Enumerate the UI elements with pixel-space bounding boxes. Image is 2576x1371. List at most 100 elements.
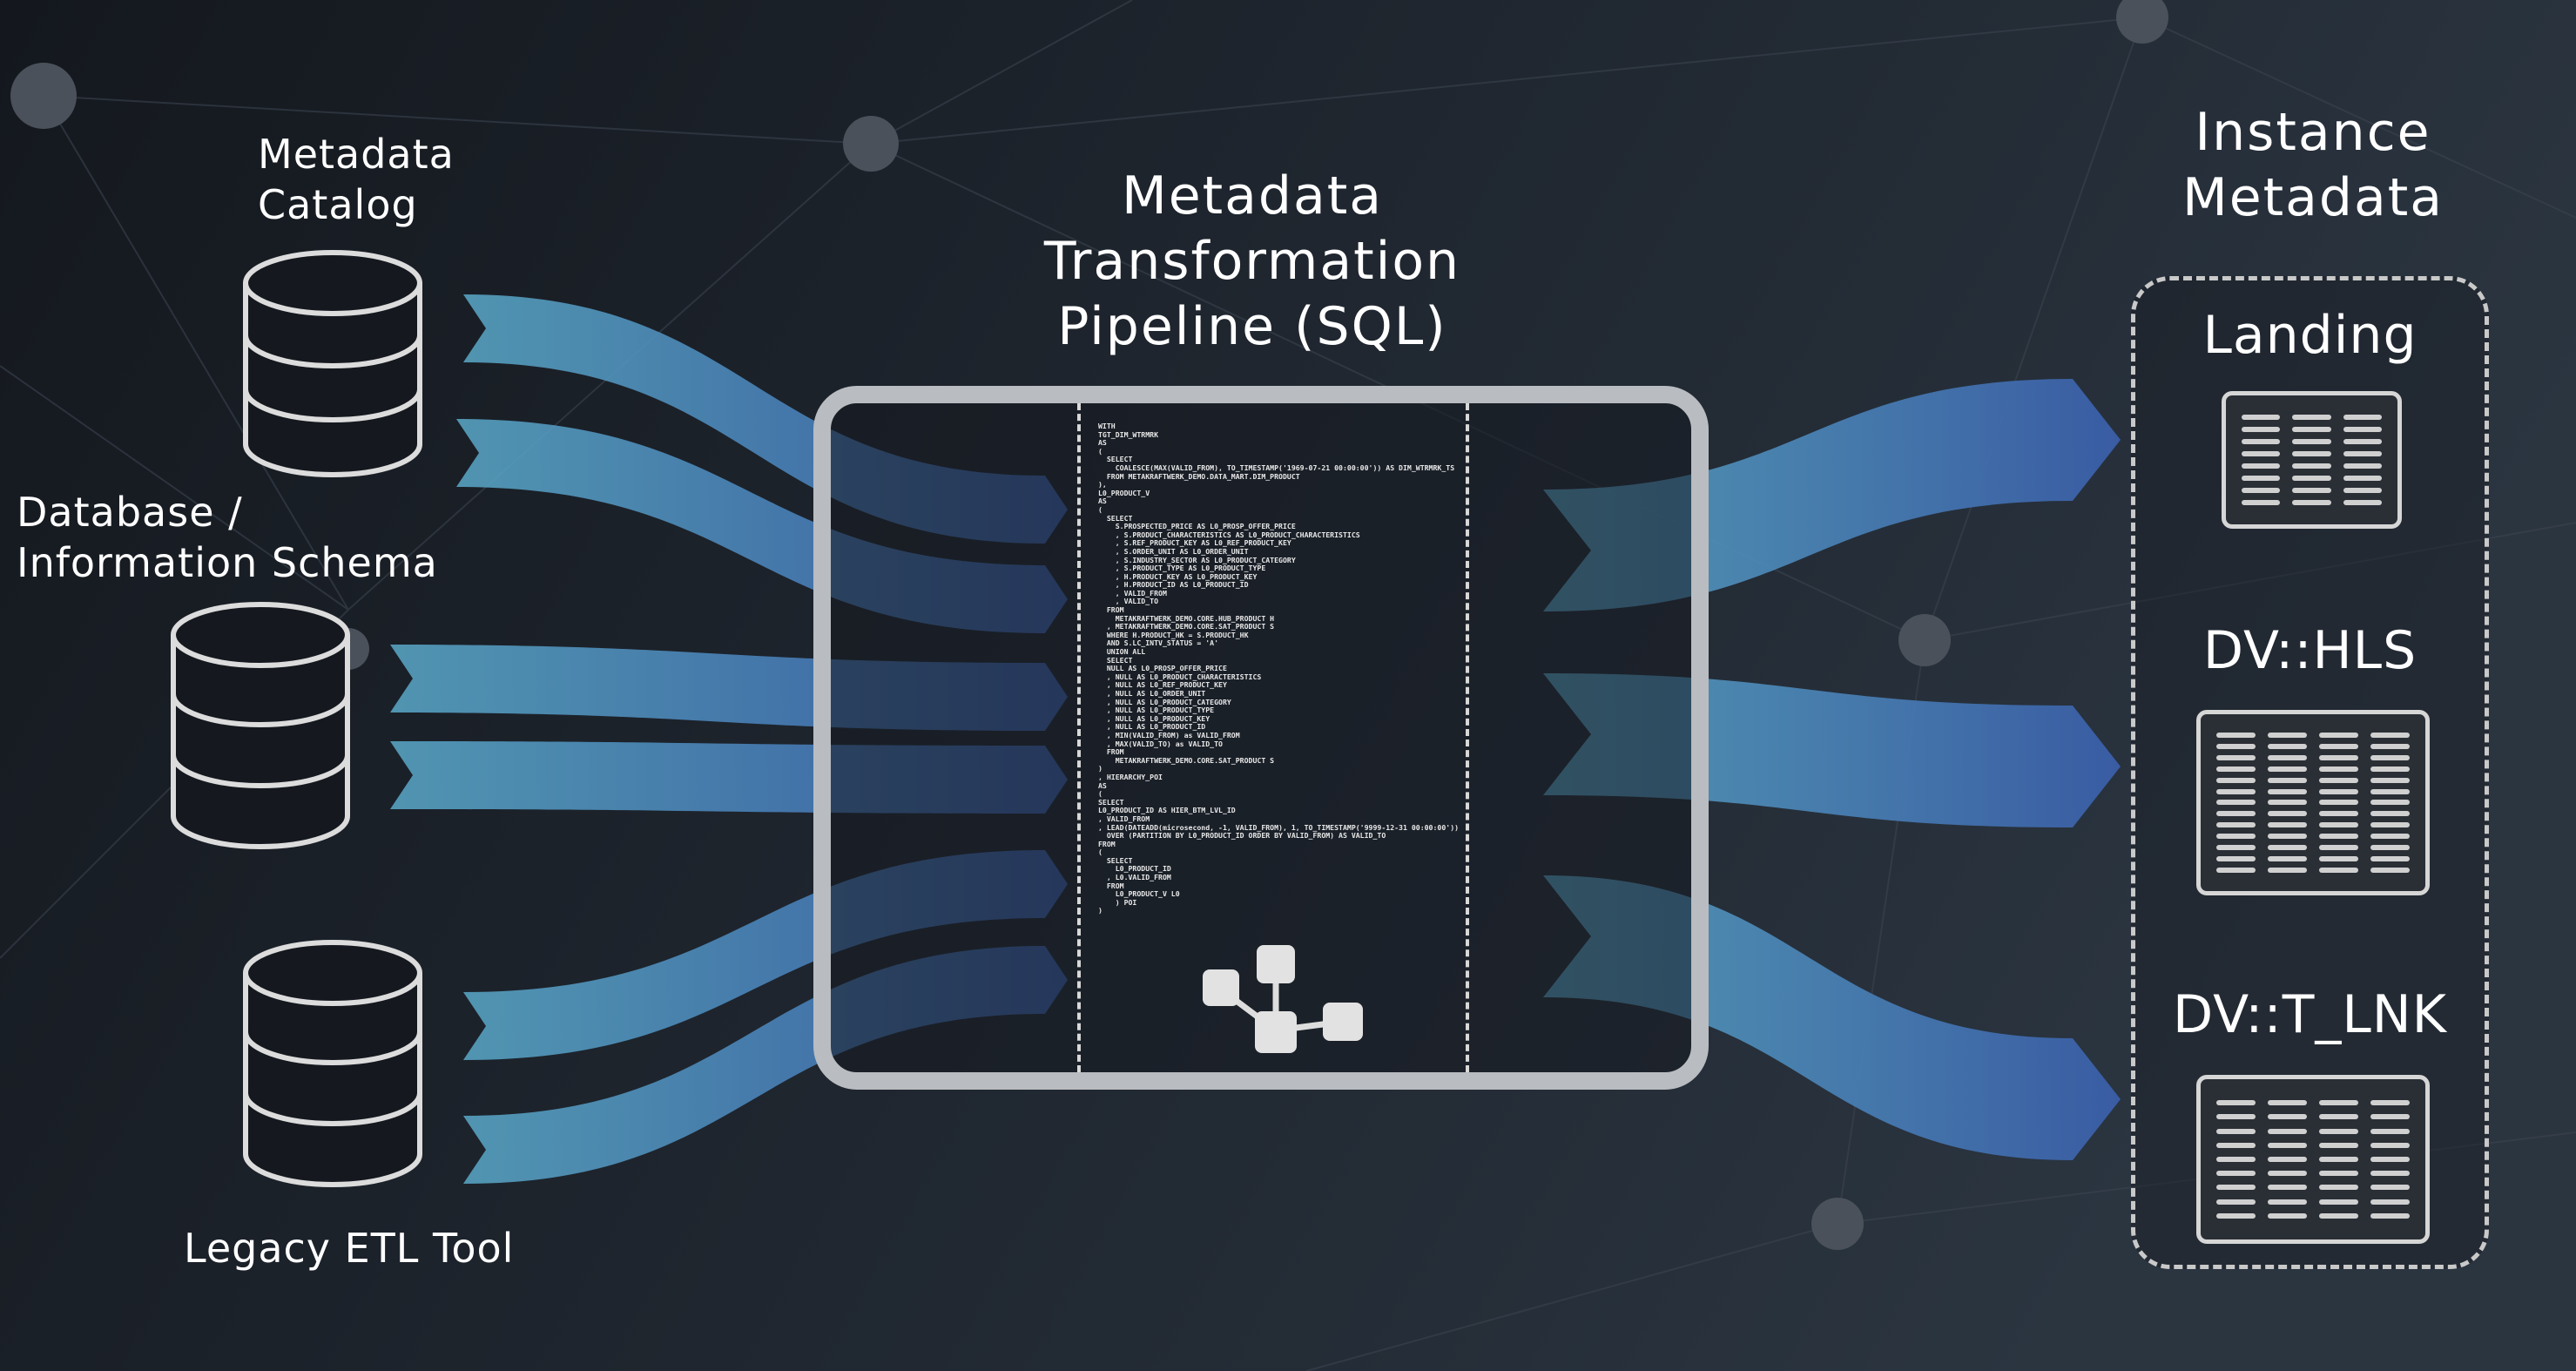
table-row-bar	[2370, 754, 2410, 760]
table-row-bar	[2216, 834, 2256, 840]
table-row-bar	[2268, 777, 2307, 783]
sql-line: OVER (PARTITION BY L0_PRODUCT_ID ORDER B…	[1098, 831, 1386, 841]
divider	[1466, 403, 1469, 1072]
table-row-bar	[2319, 777, 2358, 783]
table-row-bar	[2319, 867, 2358, 873]
table-row-bar	[2216, 822, 2256, 828]
table-row-bar	[2370, 1100, 2410, 1106]
sql-line: , VALID_FROM	[1098, 814, 1150, 823]
sql-line: , LEAD(DATEADD(microsecond, -1, VALID_FR…	[1098, 822, 1460, 832]
table-row-bar	[2319, 1114, 2358, 1120]
table-row-bar	[2268, 1128, 2307, 1134]
sql-line: , NULL AS L0_PRODUCT_CHARACTERISTICS	[1098, 672, 1262, 681]
table-row-bar	[2216, 1185, 2256, 1191]
sql-line: , MAX(VALID_TO) as VALID_TO	[1098, 739, 1223, 748]
table-row-bar	[2292, 463, 2331, 469]
table-row-bar	[2268, 743, 2307, 749]
table-row-bar	[2370, 822, 2410, 828]
sql-line: UNION ALL	[1098, 647, 1146, 657]
table-row-bar	[2292, 427, 2331, 432]
table-row-bar	[2268, 1212, 2307, 1219]
table-row-bar	[2343, 451, 2382, 456]
table-row-bar	[2216, 1171, 2256, 1177]
sql-line: , NULL AS L0_ORDER_UNIT	[1098, 689, 1206, 698]
table-row-bar	[2319, 1212, 2358, 1219]
sql-line: , S.PRODUCT_TYPE AS L0_PRODUCT_TYPE	[1098, 564, 1266, 573]
table-row-bar	[2370, 1212, 2410, 1219]
target-label-dv-t-lnk: DV::T_LNK	[2172, 984, 2448, 1045]
table-row-bar	[2216, 811, 2256, 817]
table-row-bar	[2268, 1114, 2307, 1120]
table-row-bar	[2292, 488, 2331, 493]
sql-line: L0_PRODUCT_ID AS HIER_BTM_LVL_ID	[1098, 806, 1236, 815]
sql-line: , METAKRAFTWERK_DEMO.CORE.SAT_PRODUCT S	[1098, 622, 1275, 631]
table-row-bar	[2292, 415, 2331, 420]
source-label-database-schema: Database /Information Schema	[17, 489, 438, 586]
table-row-bar	[2268, 1185, 2307, 1191]
table-row-bar	[2370, 1142, 2410, 1148]
table-row-bar	[2242, 427, 2281, 432]
table-row-bar	[2370, 1185, 2410, 1191]
table-row-bar	[2319, 766, 2358, 772]
divider	[1077, 403, 1081, 1072]
table-row-bar	[2370, 845, 2410, 851]
table-row-bar	[2216, 777, 2256, 783]
table-row-bar	[2268, 732, 2307, 738]
sql-line: AS	[1098, 496, 1107, 506]
sql-line: ) POI	[1098, 897, 1137, 907]
table-row-bar	[2370, 867, 2410, 873]
sql-line: , NULL AS L0_PRODUCT_TYPE	[1098, 706, 1215, 715]
table-row-bar	[2319, 834, 2358, 840]
sql-line: , MIN(VALID_FROM) as VALID_FROM	[1098, 730, 1240, 740]
table-row-bar	[2216, 856, 2256, 862]
sql-line: , VALID_TO	[1098, 597, 1159, 606]
table-row-bar	[2268, 822, 2307, 828]
table-row-bar	[2370, 834, 2410, 840]
table-row-bar	[2216, 1142, 2256, 1148]
sql-line: (	[1098, 848, 1103, 857]
table-row-bar	[2216, 845, 2256, 851]
table-row-bar	[2268, 754, 2307, 760]
table-row-bar	[2319, 1156, 2358, 1162]
table-row-bar	[2242, 415, 2281, 420]
table-row-bar	[2268, 800, 2307, 806]
sql-line: , H.PRODUCT_KEY AS L0_PRODUCT_KEY	[1098, 571, 1258, 581]
table-row-bar	[2319, 822, 2358, 828]
table-row-bar	[2268, 1171, 2307, 1177]
sql-line: (	[1098, 504, 1103, 514]
table-row-bar	[2216, 867, 2256, 873]
table-row-bar	[2268, 845, 2307, 851]
table-row-bar	[2268, 834, 2307, 840]
database-icon	[171, 602, 350, 849]
sql-line: , S.PRODUCT_CHARACTERISTICS AS L0_PRODUC…	[1098, 530, 1360, 539]
sql-line: METAKRAFTWERK_DEMO.CORE.SAT_PRODUCT S	[1098, 755, 1275, 765]
table-row-bar	[2370, 856, 2410, 862]
source-label-legacy-etl: Legacy ETL Tool	[184, 1225, 515, 1272]
table-row-bar	[2319, 1128, 2358, 1134]
table-row-bar	[2343, 427, 2382, 432]
sql-line: )	[1098, 764, 1103, 773]
table-row-bar	[2216, 1100, 2256, 1106]
sql-line: AND S.LC_INTV_STATUS = 'A'	[1098, 638, 1219, 648]
table-row-bar	[2370, 1114, 2410, 1120]
target-label-landing: Landing	[2202, 305, 2418, 366]
table-row-bar	[2319, 743, 2358, 749]
table-row-bar	[2319, 754, 2358, 760]
table-row-bar	[2370, 788, 2410, 794]
sql-line: FROM	[1098, 839, 1116, 848]
table-row-bar	[2268, 856, 2307, 862]
table-row-bar	[2319, 1100, 2358, 1106]
table-row-bar	[2216, 732, 2256, 738]
table-row-bar	[2268, 788, 2307, 794]
table-row-bar	[2370, 1156, 2410, 1162]
sql-line: L0_PRODUCT_V	[1098, 488, 1150, 497]
sql-line: SELECT	[1098, 655, 1133, 665]
sql-line: , H.PRODUCT_ID AS L0_PRODUCT_ID	[1098, 580, 1249, 590]
table-row-bar	[2268, 811, 2307, 817]
sql-line: SELECT	[1098, 855, 1133, 865]
database-icon	[243, 940, 422, 1187]
